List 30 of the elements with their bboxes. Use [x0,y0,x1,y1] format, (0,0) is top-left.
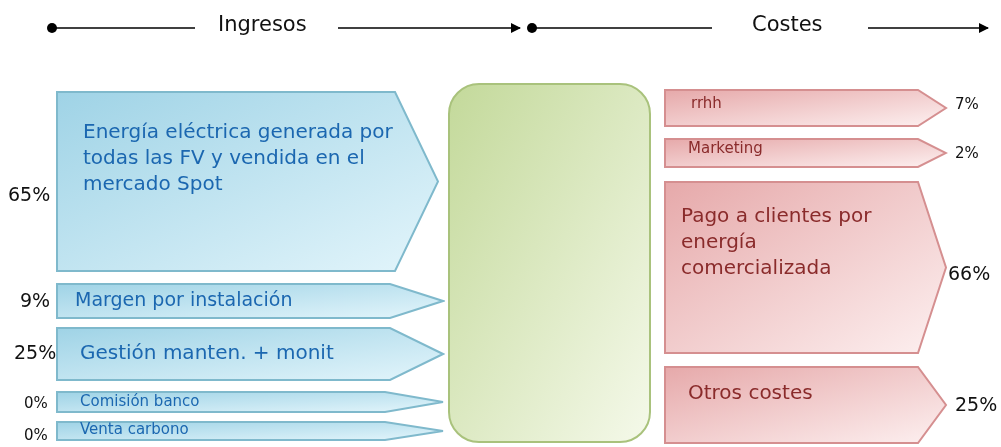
cost-arrow-box [663,365,948,445]
cost-arrow-box [663,137,948,169]
income-arrow-box [55,282,445,320]
percentage-label: 66% [948,262,991,284]
percentage-label: 0% [24,426,48,444]
box-text: Energía eléctrica generada por todas las FV y vendida en el mercado Spot [83,118,394,196]
income-arrow-box [55,326,445,382]
box-text: Margen por instalación [75,287,294,312]
percentage-label: 25% [14,341,57,363]
percentage-label: 9% [20,289,51,311]
income-arrow-box [55,420,445,442]
income-arrow-box [55,90,440,273]
income-arrow-box [55,390,445,414]
center-box [447,82,652,444]
box-text: Venta carbono [80,420,190,440]
box-text: Marketing [688,139,764,159]
percentage-label: 2% [955,144,979,162]
percentage-label: 65% [8,183,51,205]
box-text: Otros costes [688,379,814,405]
percentage-label: 7% [955,95,979,113]
box-text: rrhh [691,94,723,114]
section-heading: Costes [752,12,823,36]
section-heading: Ingresos [218,12,307,36]
percentage-label: 0% [24,394,48,412]
percentage-label: 25% [955,393,998,415]
cost-arrow-box [663,88,948,128]
box-text: Comisión banco [80,392,201,412]
cost-arrow-box [663,180,948,355]
box-text: Gestión manten. + monit [80,339,335,365]
box-text: Pago a clientes por energía comercializada [681,202,873,280]
